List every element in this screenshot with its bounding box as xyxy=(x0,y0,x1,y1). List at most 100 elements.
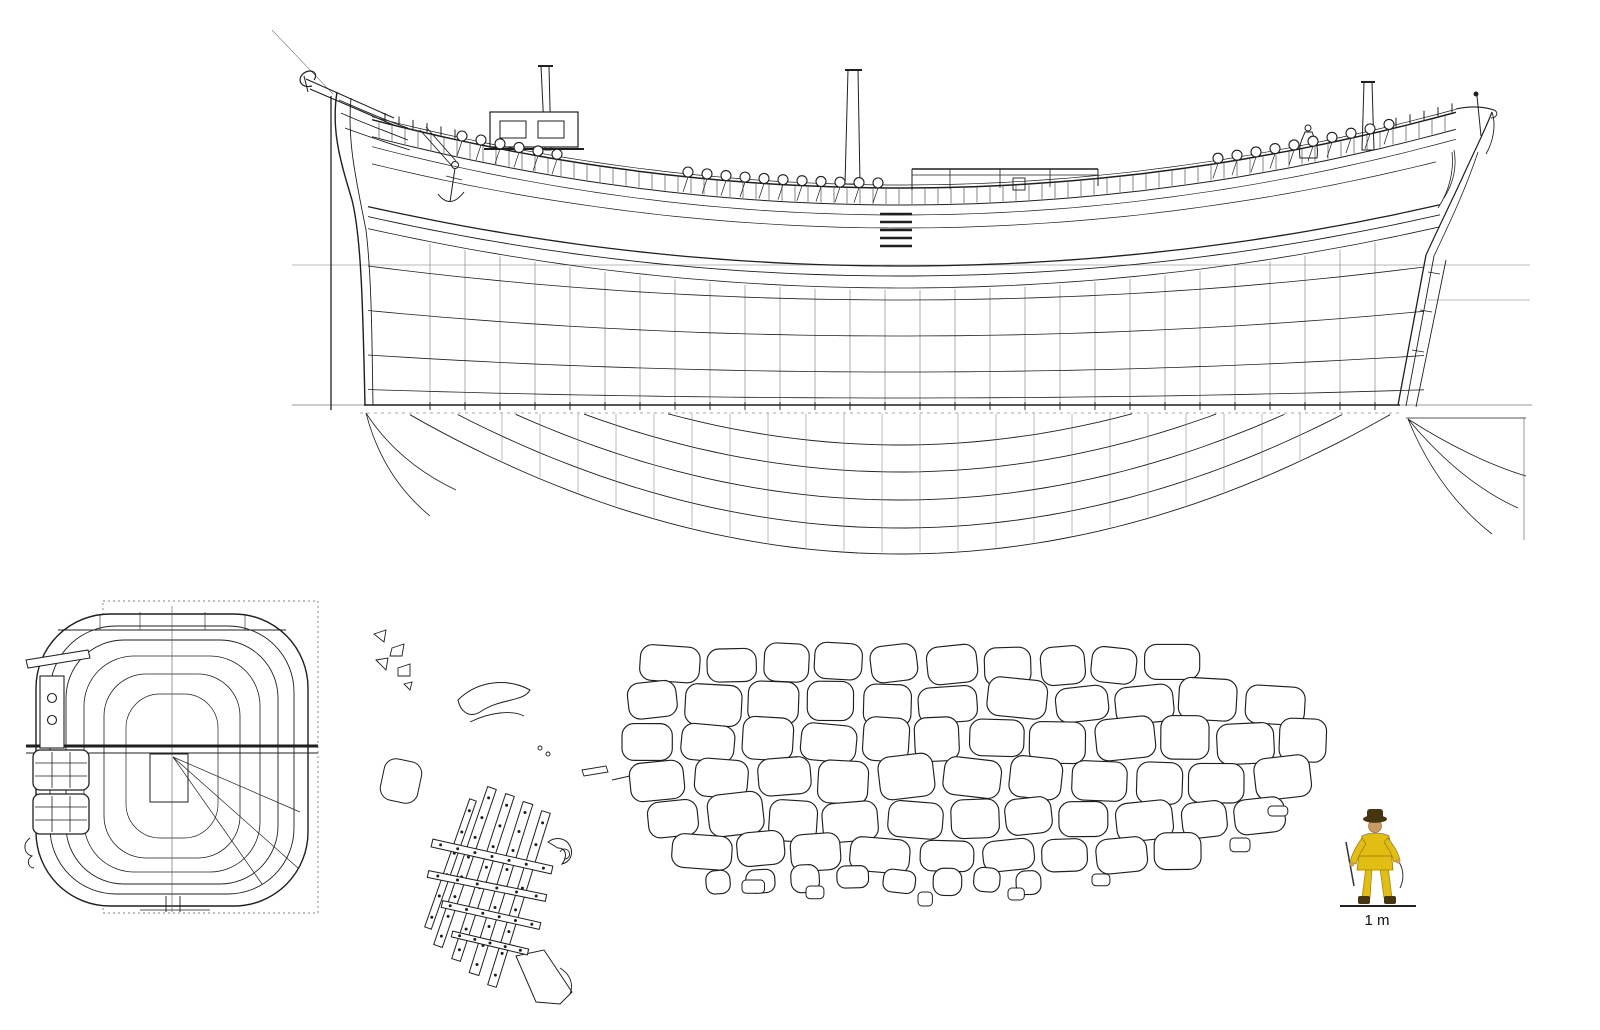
deadeye-rows xyxy=(456,118,1395,203)
ballast-stone xyxy=(1058,800,1109,838)
taffrail-scroll xyxy=(1490,109,1498,119)
deadeye xyxy=(1269,142,1281,155)
ballast-stone xyxy=(925,643,979,686)
treenail-dot xyxy=(518,948,522,952)
deadeye xyxy=(853,177,865,189)
hook-timber xyxy=(547,838,573,865)
ballast-stone xyxy=(757,756,812,797)
chainplate-line xyxy=(1212,163,1219,179)
wreck-timbers xyxy=(373,629,631,1005)
wale-line xyxy=(367,204,1441,267)
figure-left-boot xyxy=(1358,896,1370,904)
wale-line xyxy=(367,226,1441,289)
treenail-dot xyxy=(505,803,509,807)
treenail-dot xyxy=(507,858,511,862)
rudder-gudgeon xyxy=(1427,271,1441,275)
treenail-dot xyxy=(439,934,443,938)
wale-line xyxy=(367,214,1441,277)
treenail-dot xyxy=(439,843,443,847)
ballast-stone xyxy=(1160,714,1210,760)
treenail-dot xyxy=(541,866,545,870)
chainplate-line xyxy=(701,178,708,194)
treenail-dot xyxy=(473,835,477,839)
stern-window xyxy=(32,793,90,835)
treenail-dot xyxy=(507,930,511,934)
treenail-dot xyxy=(520,886,524,890)
deadeye xyxy=(494,138,506,150)
chainplate-line xyxy=(1326,142,1333,158)
treenail-dot xyxy=(515,890,518,894)
ballast-stone xyxy=(982,837,1036,873)
timber-fragment xyxy=(389,643,405,657)
chainplate-line xyxy=(551,159,558,175)
ballast-stone xyxy=(1153,832,1202,871)
treenail-dot xyxy=(500,951,504,955)
deadeye xyxy=(456,130,468,142)
ballast-stone xyxy=(1008,755,1064,801)
ballast-stone xyxy=(968,718,1025,758)
treenail-dot xyxy=(517,830,521,833)
ballast-stone xyxy=(919,839,975,873)
stern-counter xyxy=(1425,111,1493,256)
ballast-fragment xyxy=(1091,873,1111,887)
treenail-dot xyxy=(480,816,484,820)
waterline xyxy=(367,389,1425,399)
ballast-stone xyxy=(1041,838,1089,873)
timber-fragment xyxy=(375,657,389,671)
deadeye xyxy=(815,175,827,188)
deckhouse-window xyxy=(537,120,565,139)
deadeye xyxy=(1212,152,1224,164)
treenail-dot xyxy=(514,919,517,922)
quarter-gallery-line xyxy=(1437,151,1453,209)
deadeye xyxy=(872,177,884,189)
stern-spar xyxy=(25,649,91,669)
head-rail xyxy=(340,112,409,141)
chainplate-line xyxy=(1307,146,1314,162)
bell-crown xyxy=(1304,124,1312,132)
bow-diagonal-line xyxy=(365,412,431,517)
bow-diagonal-line xyxy=(365,412,457,491)
ballast-stone xyxy=(1253,754,1313,801)
deadeye xyxy=(682,166,694,178)
treenail-dot xyxy=(473,851,477,855)
ballast-stone xyxy=(887,800,944,840)
ballast-stone xyxy=(813,641,864,681)
plank-seam-line xyxy=(371,161,1437,229)
head-rail xyxy=(338,99,409,129)
treenail-dot xyxy=(498,824,502,828)
sternpost-bracket xyxy=(39,675,65,749)
stern-window xyxy=(32,749,90,791)
underwater-buttock-lines xyxy=(409,413,1391,555)
ballast-stone xyxy=(621,723,673,761)
chainplate-line xyxy=(739,182,746,198)
treenail-dot xyxy=(484,865,488,869)
ballast-stone xyxy=(806,680,855,722)
deadeye xyxy=(739,171,751,183)
treenail-dot xyxy=(456,878,459,882)
chainplate-line xyxy=(513,152,520,168)
treenail-dot xyxy=(430,915,434,919)
small-find-dot xyxy=(537,745,543,751)
body-diagonal xyxy=(172,756,299,869)
taffrail xyxy=(1455,106,1495,111)
ballast-stone xyxy=(1094,715,1157,762)
ballast-stone xyxy=(1114,799,1175,843)
body-diagonal xyxy=(172,756,263,885)
anchor-ring xyxy=(451,161,459,169)
treenail-dot xyxy=(488,941,492,945)
waterline xyxy=(367,310,1425,337)
wreck-plank xyxy=(424,798,477,930)
ballast-stone xyxy=(1187,762,1245,804)
ballast-stone xyxy=(849,836,911,875)
anchor-stock xyxy=(445,175,463,181)
rope-in-hand xyxy=(1398,861,1404,889)
treenail-dot xyxy=(446,914,450,918)
cathead-line xyxy=(419,129,453,167)
treenail-dot xyxy=(473,937,477,941)
ballast-stone xyxy=(913,716,960,763)
ballast-stone xyxy=(671,833,733,871)
treenail-dot xyxy=(524,862,528,866)
ballast-stone xyxy=(1144,643,1201,680)
ballast-stone xyxy=(684,683,743,728)
